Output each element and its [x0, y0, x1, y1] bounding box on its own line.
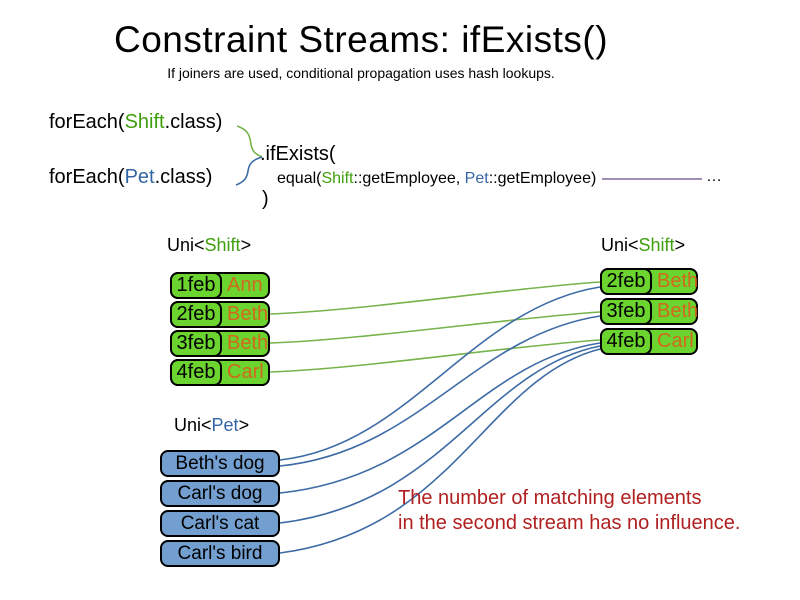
note-line: in the second stream has no influence. — [398, 512, 741, 534]
code-foreach-pet: forEach(Pet.class) — [49, 166, 212, 189]
brace-pet-arm-icon — [235, 156, 263, 186]
code-text: forEach( — [49, 111, 125, 133]
code-close-paren: ) — [262, 188, 269, 210]
pet-row: Carl's dog — [160, 480, 280, 507]
page-title: Constraint Streams: ifExists() — [113, 19, 609, 60]
shift-employee: Beth — [657, 300, 699, 322]
shift-employee: Beth — [227, 332, 269, 354]
shift-date: 4feb — [170, 359, 222, 386]
pet-row: Beth's dog — [160, 450, 280, 477]
code-text: forEach( — [49, 166, 125, 188]
shift-row: 1feb Ann — [170, 272, 270, 299]
code-text: equal( — [277, 170, 322, 187]
shift-type-token: Shift — [204, 235, 241, 255]
code-equal-joiner: equal(Shift::getEmployee, Pet::getEmploy… — [277, 170, 596, 188]
left-stream-label: Uni<Shift> — [167, 235, 251, 256]
shift-row: 2feb Beth — [170, 301, 270, 328]
connector-beths-dog-3feb — [279, 315, 601, 467]
shift-date: 1feb — [170, 272, 222, 299]
connector-carls-bird-4feb — [279, 348, 601, 554]
shift-row: 2feb Beth — [600, 268, 698, 295]
connector-shift-3feb — [269, 311, 601, 344]
pet-stream-label: Uni<Pet> — [174, 415, 249, 436]
pet-class-token: Pet — [464, 170, 489, 187]
label-text: Uni< — [601, 235, 639, 255]
connector-carls-cat-4feb — [279, 345, 601, 524]
page-subtitle: If joiners are used, conditional propaga… — [167, 65, 555, 81]
shift-employee: Carl — [227, 361, 264, 383]
code-text: ::getEmployee, — [353, 170, 465, 187]
shift-employee: Carl — [657, 330, 694, 352]
shift-date: 2feb — [170, 301, 222, 328]
shift-class-token: Shift — [124, 111, 165, 133]
pet-type-token: Pet — [211, 415, 239, 435]
pet-row: Carl's cat — [160, 510, 280, 537]
right-stream-label: Uni<Shift> — [601, 235, 685, 256]
code-ifexists: .ifExists( — [260, 143, 336, 165]
label-text: > — [240, 235, 252, 255]
shift-employee: Beth — [227, 303, 269, 325]
shift-employee: Ann — [227, 274, 263, 296]
label-text: Uni< — [167, 235, 205, 255]
brace-shift-arm-icon — [236, 125, 263, 158]
code-foreach-shift: forEach(Shift.class) — [49, 111, 222, 134]
pet-class-token: Pet — [124, 166, 155, 188]
shift-employee: Beth — [657, 270, 699, 292]
shift-date: 3feb — [170, 330, 222, 357]
label-text: > — [674, 235, 686, 255]
note-text: The number of matching elements in the s… — [398, 486, 740, 536]
connector-shift-2feb — [269, 281, 601, 315]
shift-date: 3feb — [600, 298, 652, 325]
connector-carls-dog-4feb — [279, 342, 601, 494]
connector-shift-4feb — [269, 339, 601, 373]
code-ellipsis: … — [706, 168, 722, 185]
code-text: .class) — [154, 166, 213, 188]
note-line: The number of matching elements — [398, 487, 702, 509]
shift-date: 4feb — [600, 328, 652, 355]
label-text: Uni< — [174, 415, 212, 435]
label-text: > — [238, 415, 250, 435]
shift-row: 3feb Beth — [600, 298, 698, 325]
code-text: .class) — [164, 111, 223, 133]
shift-row: 4feb Carl — [170, 359, 270, 386]
shift-type-token: Shift — [638, 235, 675, 255]
shift-row: 4feb Carl — [600, 328, 698, 355]
shift-row: 3feb Beth — [170, 330, 270, 357]
connector-beths-dog-2feb — [279, 286, 601, 461]
pet-row: Carl's bird — [160, 540, 280, 567]
code-text: ::getEmployee) — [488, 170, 597, 187]
shift-date: 2feb — [600, 268, 652, 295]
shift-class-token: Shift — [321, 170, 354, 187]
